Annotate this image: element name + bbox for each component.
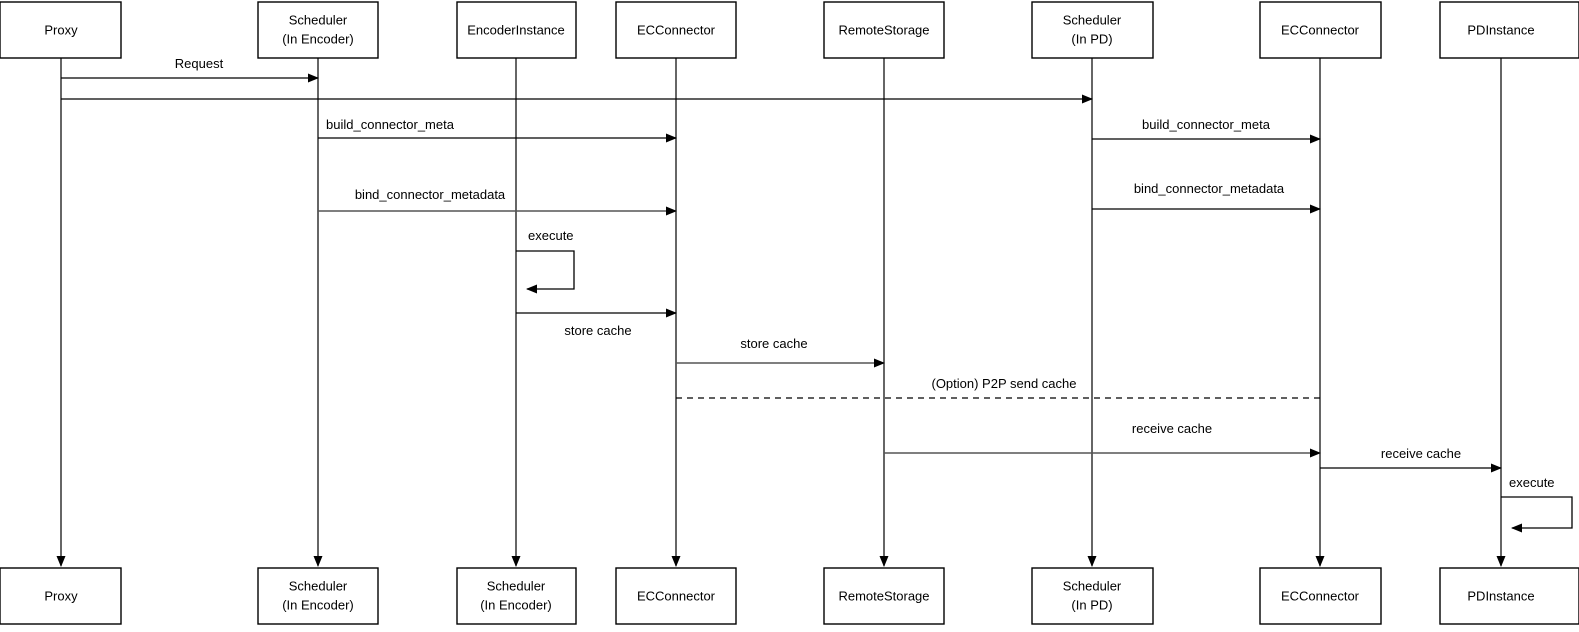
participant-label-line1: Proxy bbox=[44, 22, 78, 37]
participant-bottom-proxy_b[interactable]: Proxy bbox=[0, 567, 122, 625]
participant-label-line1: ECConnector bbox=[637, 588, 716, 603]
message-label: bind_connector_metadata bbox=[1134, 181, 1285, 196]
self-message-label: execute bbox=[1509, 475, 1555, 490]
participant-top-remote_store[interactable]: RemoteStorage bbox=[823, 1, 945, 59]
participant-box[interactable] bbox=[1031, 1, 1154, 59]
participant-box[interactable] bbox=[0, 1, 122, 59]
message-label: receive cache bbox=[1132, 421, 1212, 436]
message-m1[interactable]: Request bbox=[61, 56, 319, 83]
participant-footer-row: Proxy Scheduler (In Encoder) Scheduler (In E… bbox=[0, 567, 1579, 625]
message-m11[interactable]: receive cache bbox=[1320, 446, 1502, 473]
message-m8[interactable]: store cache bbox=[676, 336, 885, 368]
message-label: bind_connector_metadata bbox=[355, 187, 506, 202]
participant-bottom-remote_store_b[interactable]: RemoteStorage bbox=[823, 567, 945, 625]
participant-label-line1: PDInstance bbox=[1467, 22, 1534, 37]
self-message-path bbox=[516, 250, 575, 294]
lifeline-group bbox=[56, 58, 1506, 567]
message-label: build_connector_meta bbox=[326, 117, 455, 132]
participant-label-line1: EncoderInstance bbox=[467, 22, 565, 37]
participant-label-line1: ECConnector bbox=[637, 22, 716, 37]
participant-bottom-sched_enc_b[interactable]: Scheduler (In Encoder) bbox=[257, 567, 379, 625]
participant-label-line1: ECConnector bbox=[1281, 588, 1360, 603]
participant-label-line1: PDInstance bbox=[1467, 588, 1534, 603]
message-m9[interactable]: (Option) P2P send cache bbox=[676, 376, 1320, 399]
message-label: store cache bbox=[740, 336, 807, 351]
participant-box[interactable] bbox=[1439, 1, 1579, 59]
participant-bottom-ec_conn_right_b[interactable]: ECConnector bbox=[1259, 567, 1382, 625]
participant-box[interactable] bbox=[823, 567, 945, 625]
message-group: Request build_connector_meta build_connect… bbox=[61, 56, 1502, 473]
participant-header-row: Proxy Scheduler (In Encoder) EncoderInstanc… bbox=[0, 1, 1579, 59]
participant-bottom-sched_enc2_b[interactable]: Scheduler (In Encoder) bbox=[456, 567, 577, 625]
message-m7[interactable]: store cache bbox=[516, 308, 677, 338]
participant-label-line2: (In Encoder) bbox=[282, 31, 354, 46]
participant-box[interactable] bbox=[257, 1, 379, 59]
participant-bottom-sched_pd_b[interactable]: Scheduler (In PD) bbox=[1031, 567, 1154, 625]
message-m5[interactable]: bind_connector_metadata bbox=[318, 187, 677, 216]
participant-label-line2: (In PD) bbox=[1071, 597, 1112, 612]
participant-label-line2: (In PD) bbox=[1071, 31, 1112, 46]
participant-label-line1: ECConnector bbox=[1281, 22, 1360, 37]
participant-box[interactable] bbox=[257, 567, 379, 625]
self-message-path bbox=[1501, 496, 1573, 533]
participant-top-ec_conn_right[interactable]: ECConnector bbox=[1259, 1, 1382, 59]
participant-top-ec_conn_left[interactable]: ECConnector bbox=[615, 1, 737, 59]
participant-label-line2: (In Encoder) bbox=[480, 597, 552, 612]
participant-label-line2: (In Encoder) bbox=[282, 597, 354, 612]
participant-box[interactable] bbox=[1031, 567, 1154, 625]
message-label: receive cache bbox=[1381, 446, 1461, 461]
participant-box[interactable] bbox=[1259, 1, 1382, 59]
self-message-s1[interactable]: execute bbox=[516, 228, 575, 294]
message-m4[interactable]: build_connector_meta bbox=[1092, 117, 1321, 144]
participant-top-proxy[interactable]: Proxy bbox=[0, 1, 122, 59]
message-label: build_connector_meta bbox=[1142, 117, 1271, 132]
participant-box[interactable] bbox=[615, 567, 737, 625]
participant-top-pd_inst[interactable]: PDInstance bbox=[1439, 1, 1579, 59]
participant-label-line1: Scheduler bbox=[289, 578, 348, 593]
participant-box[interactable] bbox=[1259, 567, 1382, 625]
participant-label-line1: Scheduler bbox=[1063, 12, 1122, 27]
participant-box[interactable] bbox=[456, 1, 577, 59]
participant-box[interactable] bbox=[823, 1, 945, 59]
participant-bottom-ec_conn_left_b[interactable]: ECConnector bbox=[615, 567, 737, 625]
participant-label-line1: Scheduler bbox=[487, 578, 546, 593]
participant-bottom-pd_inst_b[interactable]: PDInstance bbox=[1439, 567, 1579, 625]
participant-top-sched_enc[interactable]: Scheduler (In Encoder) bbox=[257, 1, 379, 59]
participant-label-line1: Scheduler bbox=[289, 12, 348, 27]
self-message-group: execute execute bbox=[516, 228, 1573, 533]
message-m10[interactable]: receive cache bbox=[884, 421, 1321, 458]
participant-top-enc_inst_top[interactable]: EncoderInstance bbox=[456, 1, 577, 59]
self-message-label: execute bbox=[528, 228, 574, 243]
message-label: Request bbox=[175, 56, 224, 71]
participant-box[interactable] bbox=[0, 567, 122, 625]
message-m6[interactable]: bind_connector_metadata bbox=[1092, 181, 1321, 214]
message-m3[interactable]: build_connector_meta bbox=[318, 117, 677, 143]
participant-top-sched_pd[interactable]: Scheduler (In PD) bbox=[1031, 1, 1154, 59]
message-label: store cache bbox=[564, 323, 631, 338]
participant-label-line1: RemoteStorage bbox=[838, 588, 929, 603]
self-message-s2[interactable]: execute bbox=[1501, 475, 1573, 533]
participant-label-line1: Proxy bbox=[44, 588, 78, 603]
message-label: (Option) P2P send cache bbox=[931, 376, 1076, 391]
participant-box[interactable] bbox=[1439, 567, 1579, 625]
participant-box[interactable] bbox=[456, 567, 577, 625]
participant-label-line1: Scheduler bbox=[1063, 578, 1122, 593]
participant-label-line1: RemoteStorage bbox=[838, 22, 929, 37]
